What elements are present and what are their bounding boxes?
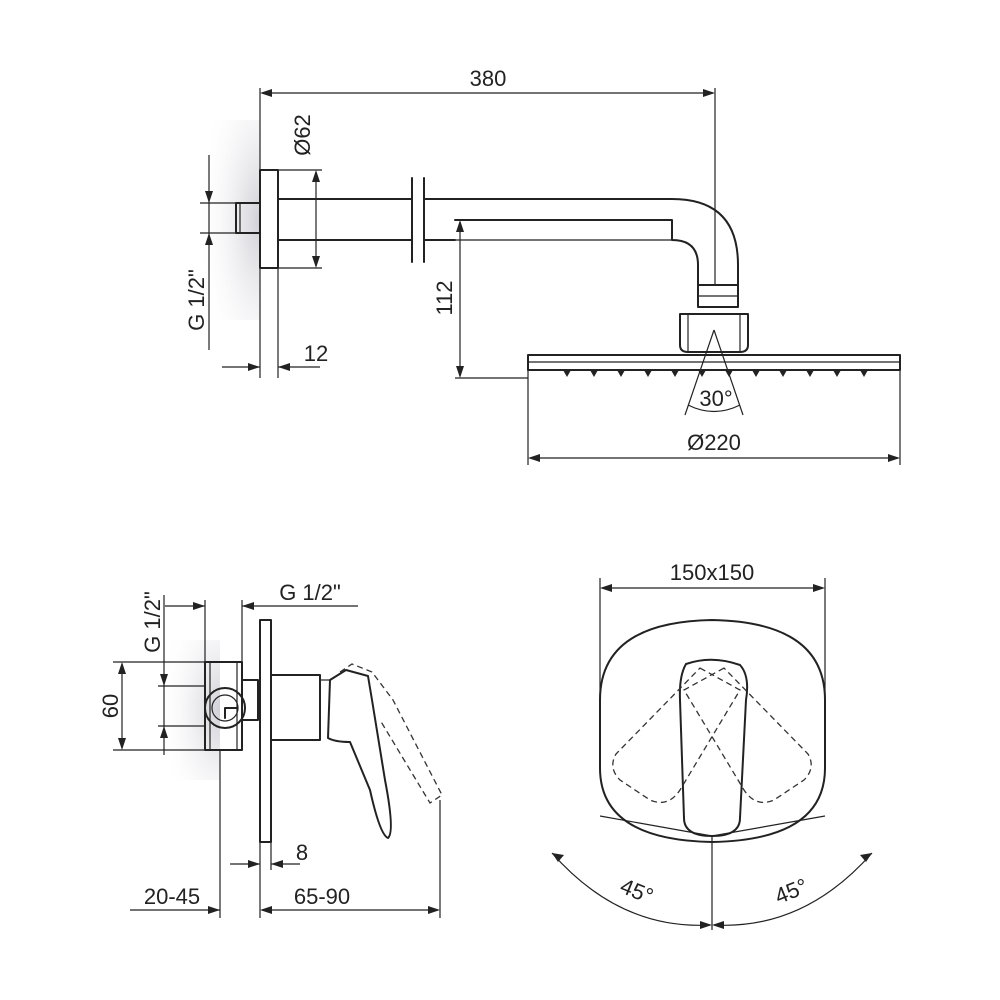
mixer-side-view: G 1/2" G 1/2" 60 8 20-45 65-90 — [98, 580, 443, 918]
dim-body-height: 60 — [98, 694, 123, 718]
threaded-inlet — [235, 202, 261, 234]
wall-shadow-top — [190, 120, 260, 320]
dim-flange-thickness: 12 — [304, 341, 328, 366]
cover-plate — [599, 619, 826, 843]
wall-plate — [259, 619, 272, 843]
lever-handle — [327, 669, 392, 839]
ball-joint — [679, 313, 749, 353]
dim-head-diameter: Ø220 — [687, 430, 741, 455]
dim-drop-height: 112 — [432, 280, 457, 315]
dim-flange-diameter: Ø62 — [290, 114, 315, 156]
lever-rotated-right — [683, 667, 812, 804]
mixer-front-view: 150x150 45° 45° — [551, 560, 873, 930]
nozzle-row — [563, 370, 868, 377]
cartridge — [270, 674, 321, 741]
lever-handle-raised — [339, 663, 443, 804]
wall-shadow-side — [150, 640, 220, 780]
dim-plate-size: 150x150 — [670, 560, 754, 585]
dim-left-angle: 45° — [617, 873, 657, 909]
dim-thread-horizontal: G 1/2" — [279, 580, 341, 605]
valve-body — [204, 661, 243, 751]
dim-thread-vertical: G 1/2" — [140, 591, 165, 653]
shower-arm — [277, 198, 739, 286]
lever-rotated-left — [612, 667, 741, 804]
shower-arm-view: 380 Ø62 G 1/2" 12 112 30° Ø220 — [184, 66, 901, 465]
wall-flange — [259, 169, 279, 269]
dim-plate-thickness: 8 — [296, 840, 308, 865]
dim-spray-angle: 30° — [699, 386, 732, 411]
dim-overall-length: 380 — [470, 66, 507, 91]
lever-front — [678, 658, 749, 837]
dim-wall-depth: 20-45 — [144, 884, 200, 909]
dim-right-angle: 45° — [771, 873, 811, 909]
dim-projection: 65-90 — [294, 884, 350, 909]
dim-thread-top: G 1/2" — [184, 269, 209, 331]
